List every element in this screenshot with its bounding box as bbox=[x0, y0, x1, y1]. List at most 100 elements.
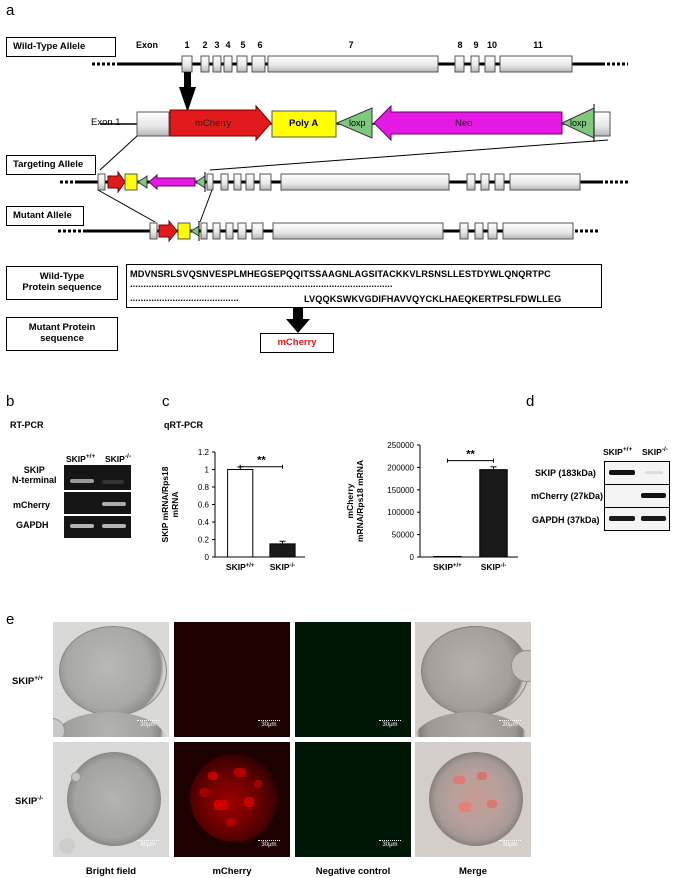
rt-pcr-row-mcherry: mCherry bbox=[13, 500, 51, 510]
mutant-protein-sequence-text: Mutant Protein sequence bbox=[28, 322, 96, 344]
wild-type-exons bbox=[181, 55, 573, 73]
mutant-sequence-line: LVQQKSWKVGDIFHAVVQYCKLHAEQKERTPSLFDWLLEG bbox=[304, 294, 562, 304]
bar-knockout bbox=[479, 469, 508, 558]
scale-bar-label: 30μm bbox=[261, 722, 277, 728]
western-row-skip: SKIP (183kDa) bbox=[535, 468, 596, 478]
rt-pcr-col1-sup: +/+ bbox=[85, 453, 96, 460]
cassette-mcherry-label: mCherry bbox=[195, 118, 232, 129]
mutant-allele-label: Mutant Allele bbox=[6, 206, 84, 226]
row-label-wildtype-text: SKIP bbox=[12, 676, 35, 688]
mutant-down-arrow bbox=[286, 308, 310, 333]
caption-negative-control: Negative control bbox=[315, 866, 391, 877]
caption-merge: Merge bbox=[459, 866, 487, 877]
targeting-cassette bbox=[100, 104, 611, 142]
row-label-knockout-text: SKIP bbox=[15, 796, 38, 808]
negative-control-wildtype-image: 30μm bbox=[295, 622, 411, 737]
row-label-wildtype-sup: +/+ bbox=[34, 675, 44, 682]
y-tick-label: 1.2 bbox=[198, 448, 210, 457]
category-label: SKIP+/+ bbox=[226, 562, 255, 572]
scale-bar-label: 30μm bbox=[502, 722, 518, 728]
y-tick-label: 100000 bbox=[387, 508, 414, 517]
western-col2-sup: -/- bbox=[661, 446, 668, 453]
targeting-allele-label: Targeting Allele bbox=[6, 155, 96, 175]
rt-pcr-gel-gapdh bbox=[64, 516, 131, 538]
mutant-mcherry-result-text: mCherry bbox=[277, 336, 317, 348]
western-col2-text: SKIP bbox=[642, 446, 662, 457]
rt-pcr-row-gapdh: GAPDH bbox=[16, 520, 49, 530]
scale-bar: 30μm bbox=[258, 840, 280, 848]
mutant-allele-text: Mutant Allele bbox=[13, 209, 72, 221]
gel-band bbox=[102, 480, 124, 484]
panel-letter-d: d bbox=[526, 393, 535, 410]
category-label: SKIP+/+ bbox=[433, 562, 462, 572]
western-row-gapdh: GAPDH (37kDa) bbox=[532, 515, 600, 525]
y-tick-label: 250000 bbox=[387, 441, 414, 450]
scale-bar-label: 30μm bbox=[382, 842, 398, 848]
y-tick-label: 150000 bbox=[387, 486, 414, 495]
western-blot-gapdh bbox=[604, 507, 670, 531]
brightfield-knockout-image: 30μm bbox=[53, 742, 169, 857]
western-col2: SKIP-/- bbox=[642, 446, 668, 457]
protein-sequence-box bbox=[126, 264, 602, 308]
scale-bar-label: 30μm bbox=[261, 842, 277, 848]
scale-bar-label: 30μm bbox=[140, 722, 156, 728]
negative-control-knockout-image: 30μm bbox=[295, 742, 411, 857]
gel-band bbox=[70, 479, 94, 483]
gene-map-diagram bbox=[58, 55, 628, 243]
rt-pcr-gel-mcherry bbox=[64, 492, 131, 514]
merge-wildtype-image: 30μm bbox=[415, 622, 531, 737]
scale-bar-label: 30μm bbox=[502, 842, 518, 848]
exon-number-3: 3 bbox=[214, 40, 220, 50]
y-tick-label: 50000 bbox=[392, 531, 415, 540]
western-row-mcherry: mCherry (27kDa) bbox=[531, 491, 604, 501]
rt-pcr-col2: SKIP-/- bbox=[105, 453, 131, 464]
brightfield-wildtype-image: 30μm bbox=[53, 622, 169, 737]
y-tick-label: 0 bbox=[410, 553, 415, 562]
cassette-polya-label: Poly A bbox=[289, 118, 319, 129]
rt-pcr-gel-skip bbox=[64, 465, 131, 490]
y-axis-label: mRNA bbox=[170, 492, 180, 518]
exon-number-5: 5 bbox=[240, 40, 246, 50]
cassette-loxp1-label: loxp bbox=[349, 118, 366, 128]
panel-letter-e: e bbox=[6, 611, 15, 628]
y-tick-label: 0.8 bbox=[198, 483, 210, 492]
panel-letter-a: a bbox=[6, 2, 15, 19]
rt-pcr-col2-text: SKIP bbox=[105, 453, 125, 464]
scale-bar-label: 30μm bbox=[140, 842, 156, 848]
scale-bar: 30μm bbox=[137, 840, 159, 848]
western-col1-sup: +/+ bbox=[622, 446, 633, 453]
significance-label: ** bbox=[257, 455, 266, 467]
scale-bar: 30μm bbox=[379, 720, 401, 728]
blot-band bbox=[609, 470, 635, 475]
scale-bar: 30μm bbox=[499, 840, 521, 848]
exon-number-7: 7 bbox=[348, 40, 354, 50]
mcherry-wildtype-image: 30μm bbox=[174, 622, 290, 737]
mutant-sequence-dots: ........................................… bbox=[130, 293, 239, 303]
blot-band bbox=[645, 471, 663, 474]
gel-band bbox=[70, 524, 94, 528]
y-axis-label: SKIP mRNA/Rps18 bbox=[160, 466, 170, 542]
exon-number-11: 11 bbox=[533, 40, 543, 50]
exon-word: Exon bbox=[135, 40, 159, 50]
exon-number-10: 10 bbox=[486, 40, 498, 50]
western-col1: SKIP+/+ bbox=[603, 446, 632, 457]
y-tick-label: 0.4 bbox=[198, 518, 210, 527]
exon-number-6: 6 bbox=[257, 40, 263, 50]
exon-number-1: 1 bbox=[184, 40, 190, 50]
y-tick-label: 0.6 bbox=[198, 501, 210, 510]
scale-bar: 30μm bbox=[258, 720, 280, 728]
gel-band bbox=[102, 502, 126, 506]
row-label-wildtype: SKIP+/+ bbox=[12, 675, 44, 687]
bar-knockout bbox=[269, 543, 296, 558]
exon1-down-arrow bbox=[179, 72, 196, 112]
y-axis-label: mRNA/Rps18 mRNA bbox=[355, 460, 365, 542]
exon-number-4: 4 bbox=[225, 40, 231, 50]
blot-band bbox=[641, 516, 666, 521]
y-tick-label: 1 bbox=[205, 466, 210, 475]
exon-number-8: 8 bbox=[457, 40, 463, 50]
exon-number-9: 9 bbox=[473, 40, 479, 50]
western-blot-mcherry bbox=[604, 484, 670, 508]
category-label: SKIP-/- bbox=[481, 562, 507, 572]
